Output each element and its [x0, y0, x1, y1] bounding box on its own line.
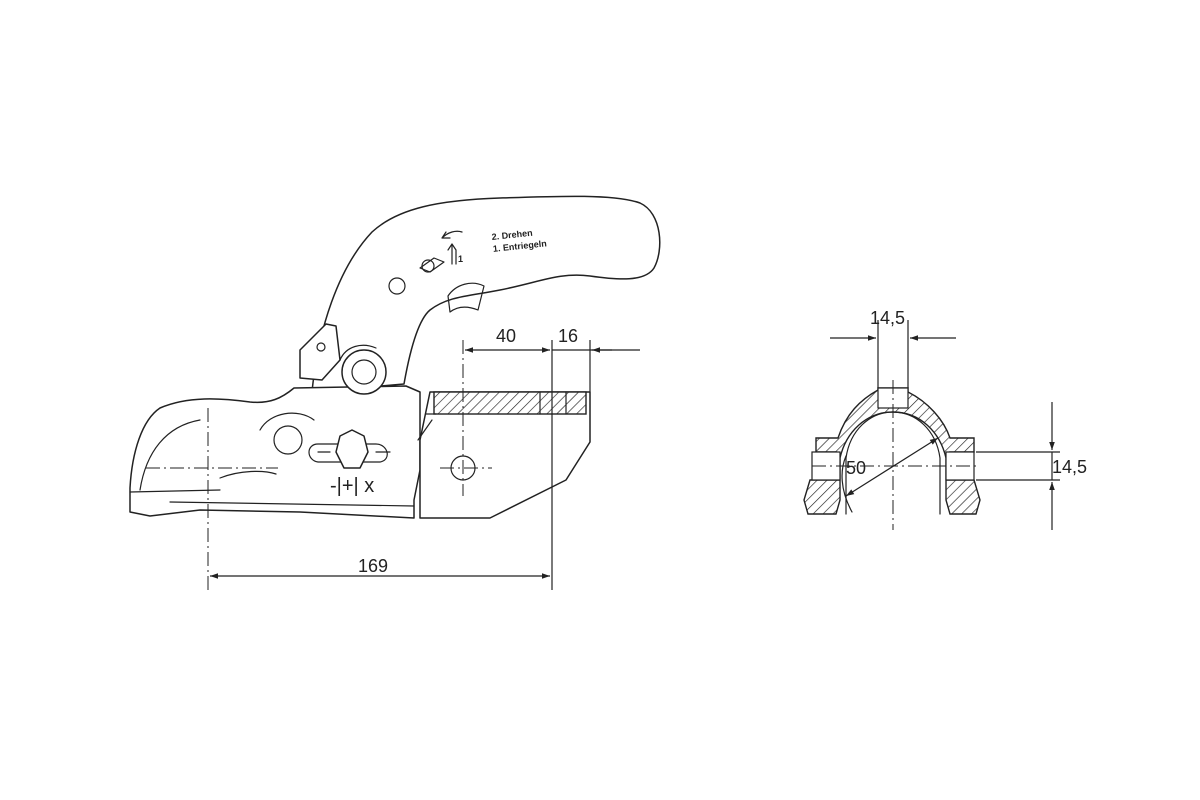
- dim-label-40: 40: [496, 326, 516, 346]
- dim-line-diameter: [845, 437, 939, 497]
- coupling-handle: [311, 195, 661, 393]
- step-number: 1: [458, 254, 463, 264]
- socket-outline: [139, 419, 201, 491]
- flange-contour: [417, 413, 437, 441]
- coupling-body: [129, 385, 421, 519]
- wear-indicator-slot: [308, 443, 388, 463]
- wear-symbol: -|+| x: [330, 475, 374, 497]
- tab-hole: [316, 342, 326, 352]
- handle-label-line-1: 2. Drehen: [491, 228, 533, 242]
- dim-label-top-width: 14,5: [870, 308, 905, 328]
- flange-step: [539, 391, 567, 415]
- pivot-ring: [339, 344, 377, 361]
- rotate-arrow-icon: [441, 230, 463, 239]
- dim-label-16: 16: [558, 326, 578, 346]
- handle-cutout: [447, 282, 485, 313]
- dim-label-height: 14,5: [1052, 457, 1087, 477]
- flange-hatch: [433, 391, 587, 415]
- body-hole: [273, 425, 303, 455]
- diameter-arc: [841, 455, 853, 513]
- indicator-arrow-icon: [447, 243, 457, 265]
- coupling-section-view: 14,5 14,5 50: [803, 308, 1087, 530]
- coupling-side-view: 1 2. Drehen 1. Entriegeln -|+| x: [129, 195, 661, 590]
- body-lower-edge: [129, 470, 415, 507]
- body-contour-line: [259, 412, 315, 431]
- dim-label-diameter: 50: [846, 458, 866, 478]
- pivot-hole: [351, 359, 377, 385]
- wear-indicator-key: [335, 429, 369, 469]
- handle-hole: [388, 277, 406, 295]
- indicator-wedge: [419, 257, 445, 273]
- dim-label-169: 169: [358, 556, 388, 576]
- pivot-boss: [341, 349, 387, 395]
- handle-tab: [299, 323, 341, 381]
